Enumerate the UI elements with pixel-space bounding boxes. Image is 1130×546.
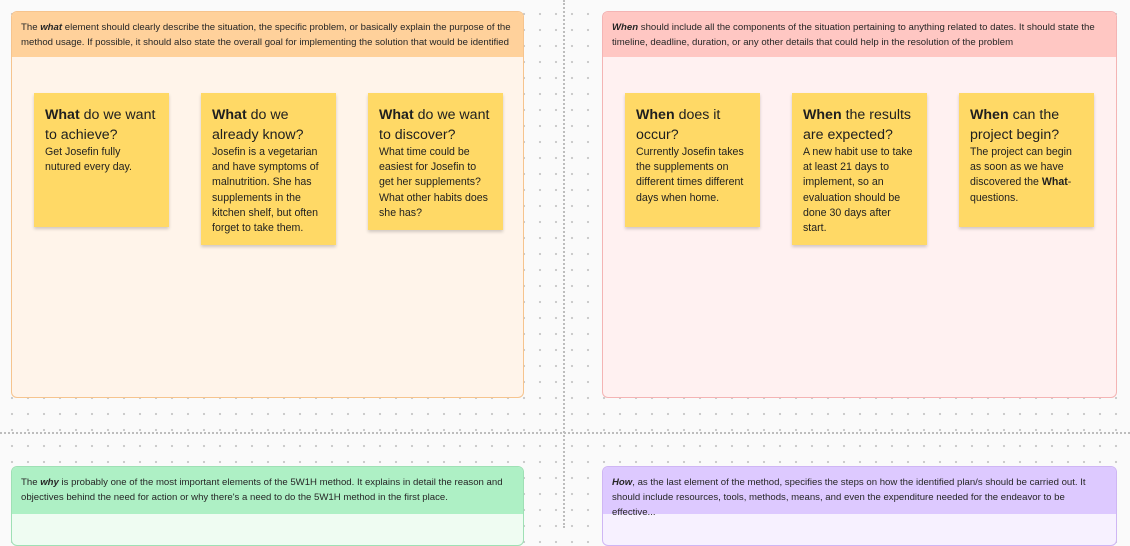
sticky-body: The project can begin as soon as we have… — [970, 145, 1083, 206]
section-why-header[interactable]: The why is probably one of the most impo… — [12, 467, 523, 514]
sticky-title: When can the project begin? — [970, 105, 1083, 145]
sticky-title: What do we want to achieve? — [45, 105, 158, 145]
sticky-title: What do we want to discover? — [379, 105, 492, 145]
sticky-note-what-achieve[interactable]: What do we want to achieve? Get Josefin … — [34, 93, 169, 227]
section-when[interactable]: When should include all the components o… — [602, 11, 1117, 398]
header-text: element should clearly describe the situ… — [21, 22, 511, 48]
sticky-title-rest: do we want to achieve? — [45, 107, 156, 143]
sticky-body: Josefin is a vegetarian and have symptom… — [212, 146, 319, 235]
header-text-pre: The — [21, 477, 41, 488]
section-why[interactable]: The why is probably one of the most impo… — [11, 466, 524, 546]
sticky-title-rest: can the project begin? — [970, 107, 1060, 143]
header-keyword: why — [40, 477, 59, 488]
sticky-note-when-occur[interactable]: When does it occur? Currently Josefin ta… — [625, 93, 760, 227]
sticky-note-when-results[interactable]: When the results are expected? A new hab… — [792, 93, 927, 245]
header-text: should include all the components of the… — [612, 22, 1095, 48]
sticky-body-keyword: What — [1041, 176, 1068, 189]
sticky-title-keyword: What — [212, 107, 247, 123]
sticky-title-keyword: What — [45, 107, 80, 123]
sticky-title-keyword: When — [803, 107, 842, 123]
sticky-note-what-know[interactable]: What do we already know? Josefin is a ve… — [201, 93, 336, 245]
sticky-title-keyword: When — [970, 107, 1009, 123]
section-when-header[interactable]: When should include all the components o… — [603, 12, 1116, 57]
sticky-title-rest: does it occur? — [636, 107, 721, 143]
sticky-body-text: -questions. — [970, 176, 1072, 204]
header-text: is probably one of the most important el… — [21, 477, 503, 503]
header-keyword: How — [612, 477, 633, 488]
sticky-body: Currently Josefin takes the supplements … — [636, 146, 744, 204]
vertical-divider — [563, 0, 565, 528]
section-what[interactable]: The what element should clearly describe… — [11, 11, 524, 398]
section-how[interactable]: How, as the last element of the method, … — [602, 466, 1117, 546]
sticky-body: A new habit use to take at least 21 days… — [803, 146, 913, 235]
header-text: , as the last element of the method, spe… — [612, 477, 1086, 518]
horizontal-divider — [0, 432, 1130, 434]
sticky-title-rest: the results are expected? — [803, 107, 912, 143]
header-text-pre: The — [21, 22, 41, 33]
sticky-title-keyword: What — [379, 107, 414, 123]
sticky-body: Get Josefin fully nutured every day. — [45, 146, 132, 174]
header-keyword: what — [40, 22, 63, 33]
sticky-body-text: The project can begin as soon as we have… — [970, 146, 1072, 189]
sticky-title-keyword: When — [636, 107, 675, 123]
section-how-header[interactable]: How, as the last element of the method, … — [603, 467, 1116, 518]
section-what-header[interactable]: The what element should clearly describe… — [12, 12, 523, 57]
sticky-title: What do we already know? — [212, 105, 325, 145]
sticky-body: What time could be easiest for Josefin t… — [379, 146, 488, 219]
sticky-title-rest: do we want to discover? — [379, 107, 490, 143]
sticky-note-what-discover[interactable]: What do we want to discover? What time c… — [368, 93, 503, 230]
header-keyword: When — [612, 22, 639, 33]
sticky-title: When does it occur? — [636, 105, 749, 145]
sticky-note-when-begin[interactable]: When can the project begin? The project … — [959, 93, 1094, 227]
sticky-title-rest: do we already know? — [212, 107, 304, 143]
sticky-title: When the results are expected? — [803, 105, 916, 145]
